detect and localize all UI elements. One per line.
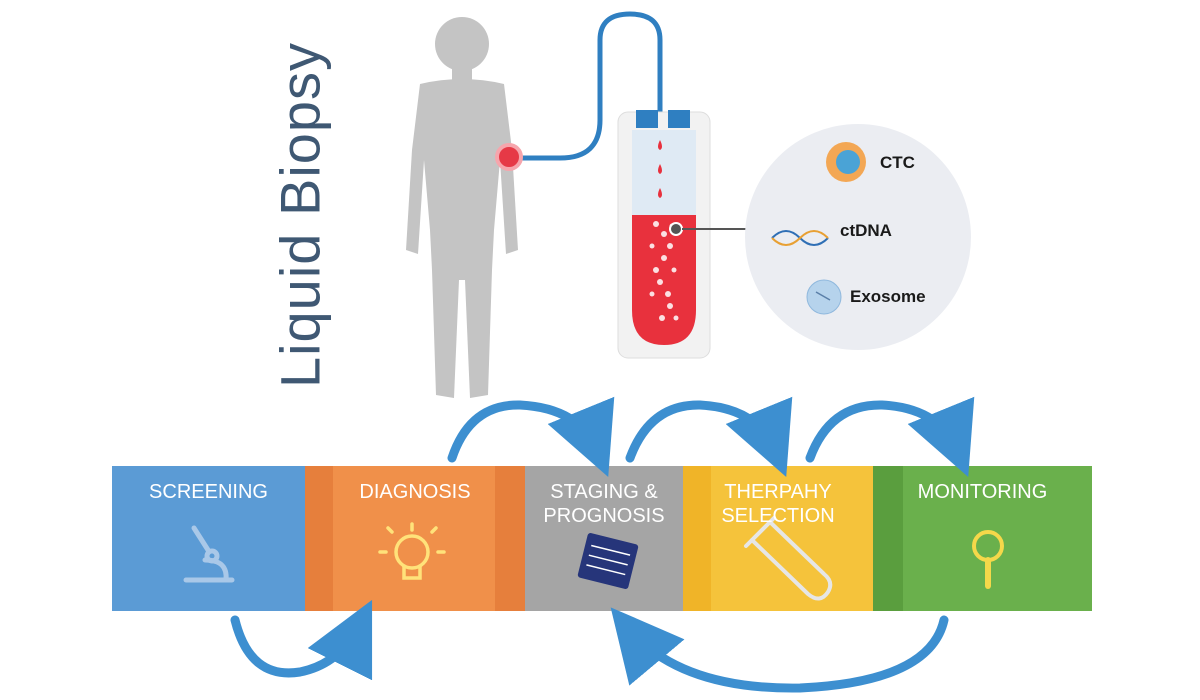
stage-block-diagnosis [305,466,525,611]
page-title: Liquid Biopsy [268,41,332,389]
stage-block-therapy [683,466,873,611]
test-tube-icon [744,516,833,601]
blood-draw-line [510,11,663,161]
stage-label-screening: SCREENING [149,481,268,503]
flow-arrows [230,396,975,693]
needle-site-icon [495,143,523,171]
dna-strand-icon [771,230,829,246]
exosome-icon [806,279,842,315]
human-figure [406,17,518,398]
stage-label-staging: STAGING & PROGNOSIS [543,481,665,527]
microscope-icon [183,525,235,583]
components-circle [745,124,971,350]
component-label-ctc: CTC [880,153,915,172]
stage-label-monitoring: MONITORING [917,481,1048,503]
cell-icon [826,142,866,182]
stage-block-screening [112,466,305,611]
component-label-ctdna: ctDNA [840,221,892,240]
stage-block-monitoring [873,466,1092,611]
lightbulb-icon [378,522,446,580]
notepad-icon [577,533,639,589]
component-label-exosome: Exosome [850,287,926,306]
stage-label-diagnosis: DIAGNOSIS [359,481,471,503]
magnifier-icon [972,530,1004,589]
test-tube [617,110,748,359]
stage-label-therapy: THERPAHY SELECTION [721,481,835,527]
